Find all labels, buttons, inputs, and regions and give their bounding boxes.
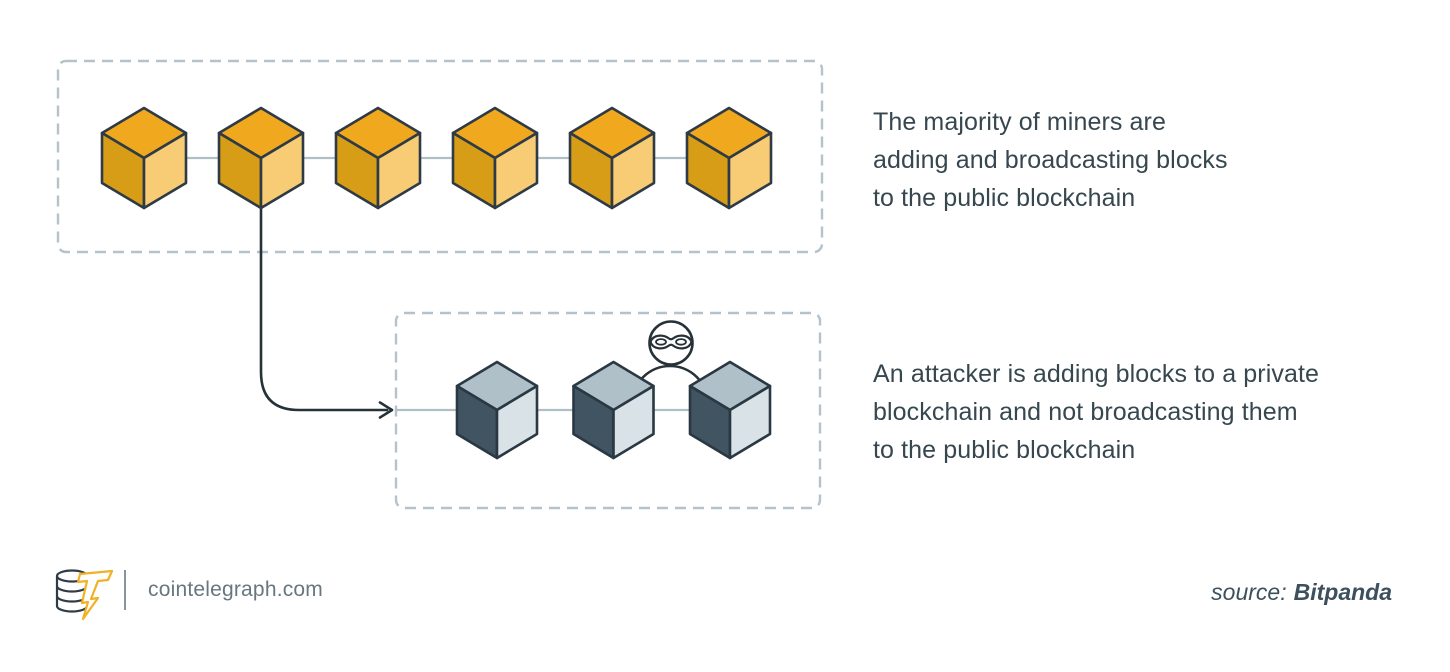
lightning-t-bolt [76, 569, 114, 621]
block-face [728, 384, 772, 460]
caption-private-chain: An attacker is adding blocks to a privat… [873, 360, 1320, 464]
source-label: source: [1211, 579, 1287, 605]
caption-public-chain: The majority of miners are adding and br… [873, 108, 1228, 212]
block-face [142, 131, 188, 210]
public-block [568, 106, 656, 210]
block-face [727, 131, 773, 210]
private-block [455, 360, 539, 460]
public-block [100, 106, 188, 210]
public-block [451, 106, 539, 210]
footer-divider [124, 570, 126, 610]
block-face [376, 131, 422, 210]
masked-attacker-icon [630, 320, 710, 405]
public-block [685, 106, 773, 210]
block-face [493, 131, 539, 210]
block-face [612, 384, 655, 460]
private-block [572, 360, 655, 460]
private-blockchain-blocks [455, 360, 772, 460]
block-face [610, 131, 656, 210]
fork-arrowhead [378, 401, 394, 419]
private-block [688, 360, 772, 460]
footer-brand: cointelegraph.com [50, 558, 323, 622]
public-block [217, 106, 305, 210]
coin-stack-lightning-icon [55, 569, 114, 621]
attacker-mask-eye-left [655, 338, 667, 346]
public-block [334, 106, 422, 210]
public-blockchain-blocks [100, 106, 773, 210]
block-face [259, 131, 305, 210]
block-face [495, 384, 539, 460]
source-name: Bitpanda [1293, 579, 1392, 605]
fork-arrow [259, 204, 389, 412]
brand-domain: cointelegraph.com [148, 578, 323, 601]
source-attribution: source:Bitpanda [1211, 579, 1392, 606]
public-chain-box [56, 59, 824, 254]
attacker-mask-eye-right [675, 338, 687, 346]
